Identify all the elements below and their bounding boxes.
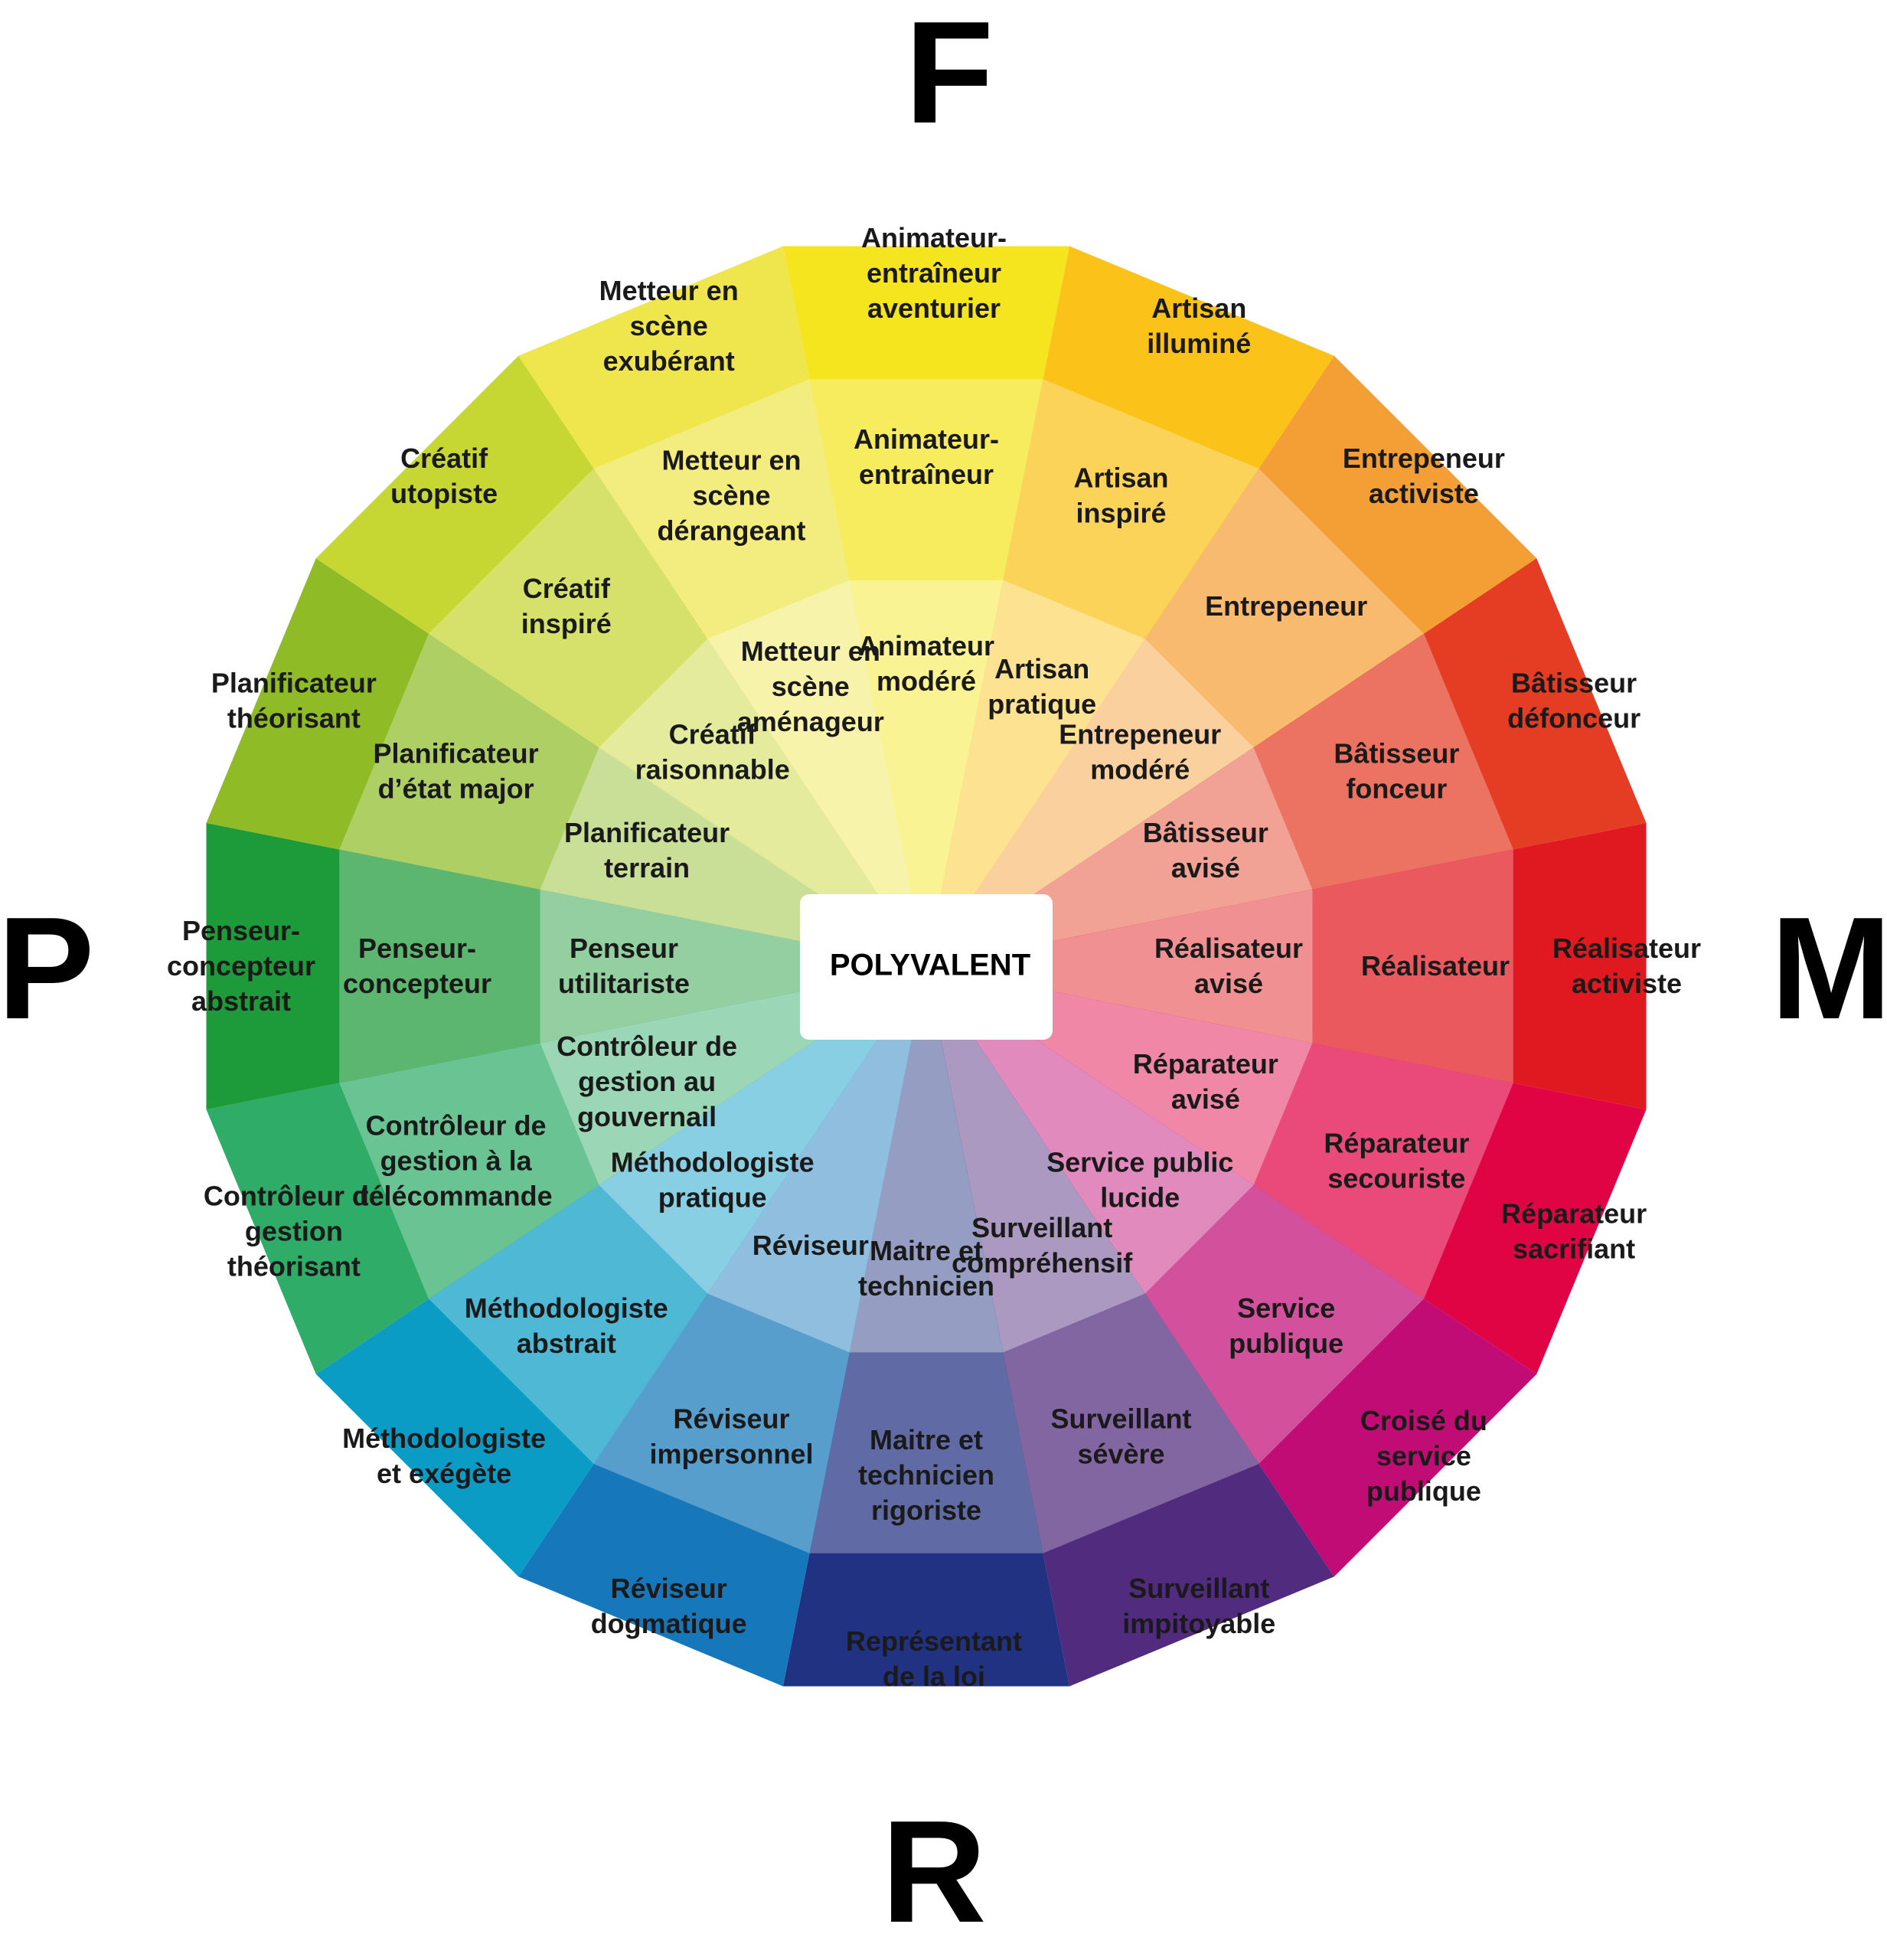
sector-inner-15	[707, 580, 926, 966]
sector-inner-6	[926, 966, 1254, 1294]
sector-inner-7	[926, 966, 1145, 1353]
sector-inner-10	[599, 966, 926, 1294]
axis-label-right: M	[1771, 887, 1887, 1050]
sector-inner-0	[849, 580, 1004, 966]
sector-inner-4	[926, 889, 1313, 1044]
sector-layer	[206, 246, 1647, 1687]
sector-inner-1	[926, 580, 1145, 966]
axis-label-left: P	[0, 887, 94, 1050]
sector-inner-8	[849, 966, 1004, 1353]
sector-inner-2	[926, 639, 1254, 966]
axis-label-bottom: R	[881, 1791, 986, 1953]
sector-inner-9	[707, 966, 926, 1353]
center-box	[800, 894, 1053, 1040]
label-middle-4: Réalisateur	[1361, 950, 1510, 982]
label-inner-9: Réviseur	[753, 1230, 869, 1261]
sector-inner-14	[599, 639, 926, 966]
label-middle-0: Animateur-entraîneur	[854, 423, 999, 490]
label-middle-2: Entrepeneur	[1205, 590, 1367, 622]
label-middle-12: Penseur-concepteur	[343, 933, 491, 999]
center-label: POLYVALENT	[830, 949, 1030, 982]
axis-label-top: F	[905, 0, 994, 154]
sector-inner-12	[540, 889, 926, 1044]
